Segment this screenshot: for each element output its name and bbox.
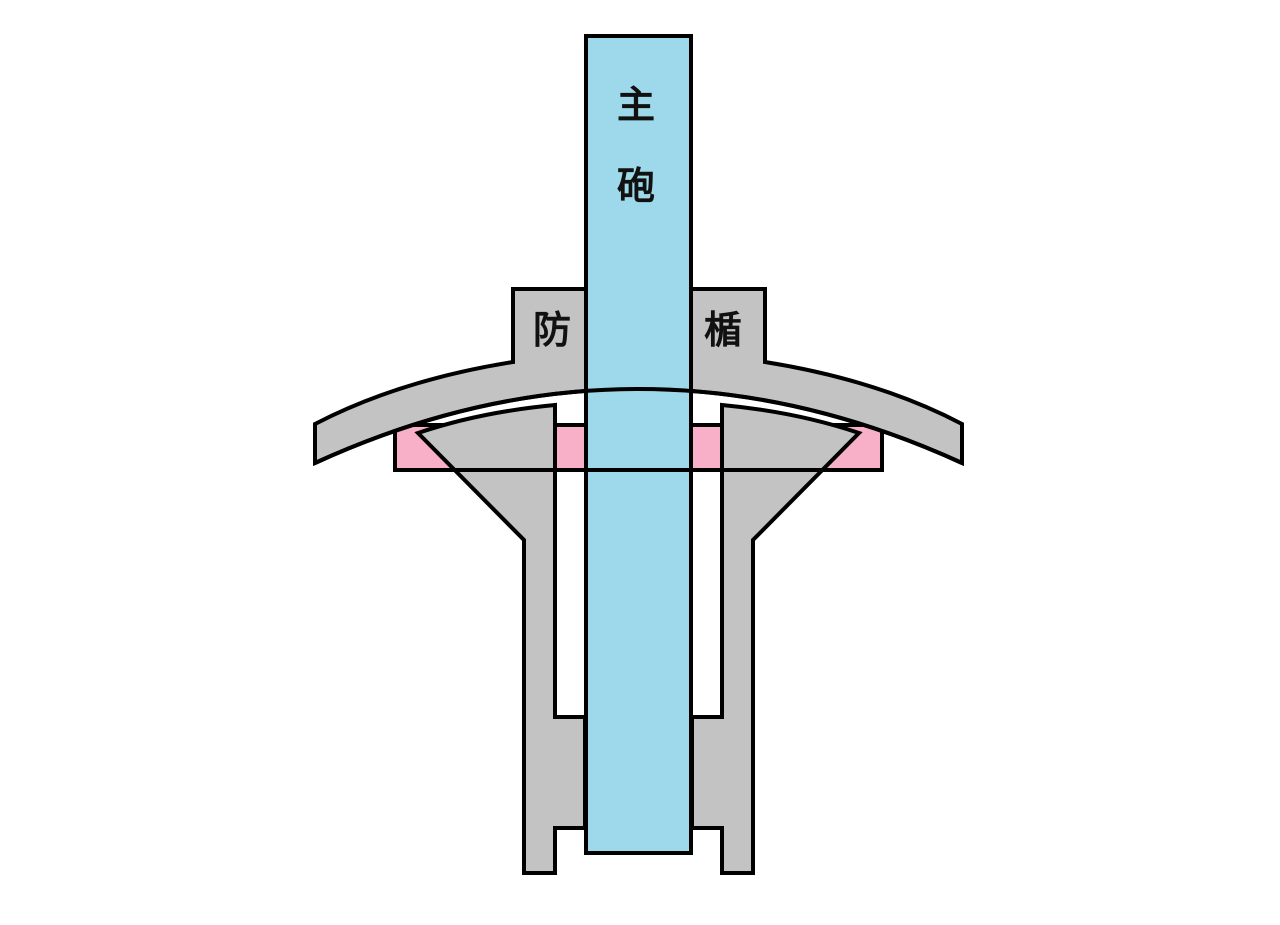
barrel-label-1: 主 [617,83,655,127]
shield-label-left: 防 [533,308,571,352]
shield-inner-arc [314,387,963,465]
shield-label-right: 楯 [704,308,742,352]
mount-right [690,402,863,875]
main-gun-barrel [584,34,693,855]
mount-left [414,402,587,875]
barrel-label-2: 砲 [617,164,655,208]
